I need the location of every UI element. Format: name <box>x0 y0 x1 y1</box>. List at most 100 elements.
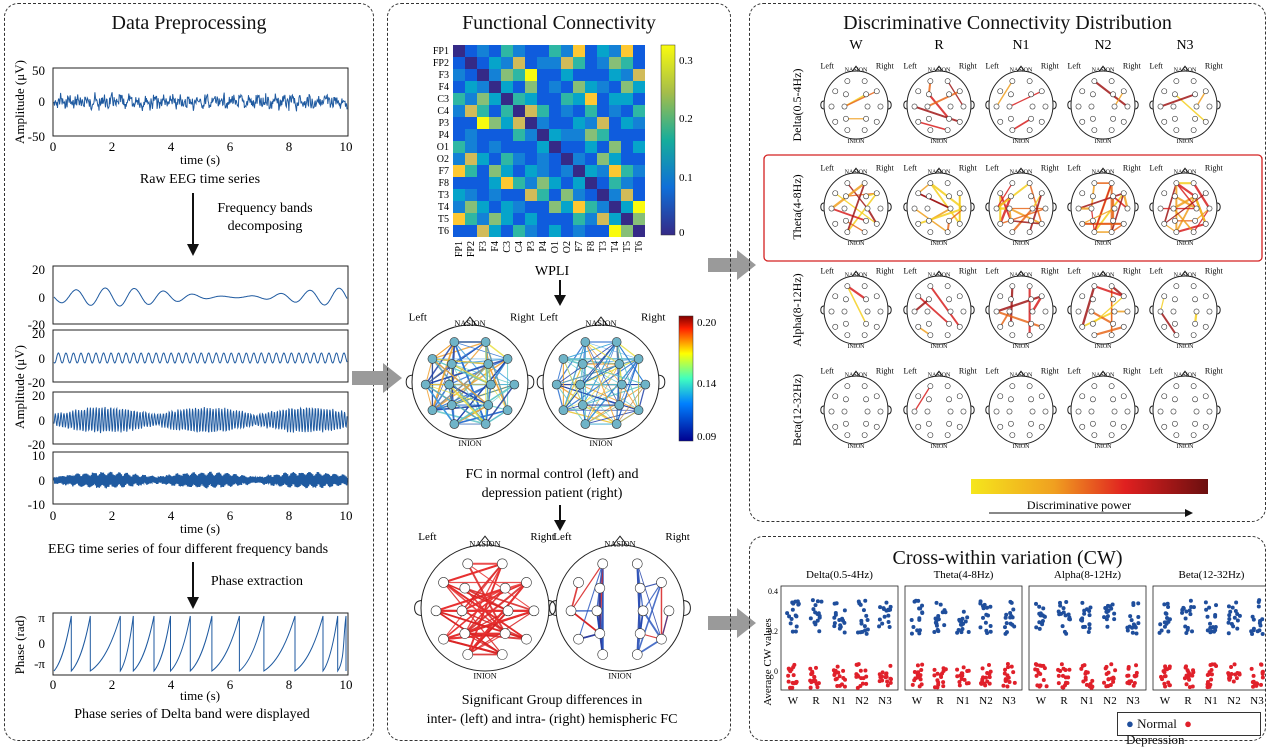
svg-text:NASION: NASION <box>1010 170 1033 176</box>
wpli-row-label: F4 <box>438 82 449 93</box>
wpli-cell <box>573 141 585 153</box>
wpli-cell <box>513 165 525 177</box>
svg-text:NASION: NASION <box>928 373 951 379</box>
wpli-cell <box>609 105 621 117</box>
cw-stage-label: R <box>936 695 944 707</box>
wpli-cell <box>573 189 585 201</box>
wpli-cell <box>477 129 489 141</box>
svg-text:6: 6 <box>227 508 234 523</box>
wpli-cell <box>525 117 537 129</box>
svg-text:INION: INION <box>1013 344 1031 350</box>
wpli-cell <box>561 165 573 177</box>
cw-subplot-title: Alpha(8-12Hz) <box>1054 569 1122 581</box>
wpli-cell <box>465 177 477 189</box>
wpli-cell <box>573 213 585 225</box>
wpli-cell <box>549 165 561 177</box>
svg-text:Left: Left <box>986 266 1000 275</box>
wpli-cell <box>525 69 537 81</box>
disc-stage-label: N1 <box>1012 38 1029 53</box>
wpli-cell <box>477 189 489 201</box>
wpli-cell <box>573 93 585 105</box>
wpli-cell <box>465 189 477 201</box>
wpli-cell <box>621 153 633 165</box>
wpli-cell <box>501 141 513 153</box>
wpli-cell <box>501 105 513 117</box>
disc-stage-label: W <box>849 38 863 53</box>
raw-ytick-2: -50 <box>28 129 45 144</box>
svg-text:Right: Right <box>876 163 895 172</box>
wpli-cell <box>597 117 609 129</box>
raw-xlabel: time (s) <box>180 152 220 167</box>
wpli-cell <box>561 189 573 201</box>
wpli-cell <box>621 141 633 153</box>
wpli-cell <box>633 129 645 141</box>
cw-stage-label: W <box>912 695 923 707</box>
wpli-cell <box>585 177 597 189</box>
wpli-cell <box>501 57 513 69</box>
wpli-cell <box>465 141 477 153</box>
svg-text:Right: Right <box>530 531 554 543</box>
wpli-cell <box>513 69 525 81</box>
wpli-cell <box>525 45 537 57</box>
wpli-cell <box>597 69 609 81</box>
svg-text:2: 2 <box>109 677 116 692</box>
wpli-cell <box>561 57 573 69</box>
disc-stage-label: N3 <box>1176 38 1193 53</box>
wpli-cell <box>573 81 585 93</box>
svg-text:Left: Left <box>1150 163 1164 172</box>
wpli-cell <box>561 93 573 105</box>
wpli-colorbar <box>660 44 676 236</box>
wpli-cell <box>549 69 561 81</box>
wpli-col-label: O1 <box>550 241 561 253</box>
svg-text:INION: INION <box>473 672 496 681</box>
wpli-cb-tick-3: 0 <box>679 227 685 239</box>
fc-colorbar <box>678 315 694 442</box>
svg-text:10: 10 <box>340 677 353 692</box>
legend-depression: Depression <box>1126 732 1185 747</box>
wpli-cell <box>597 81 609 93</box>
wpli-cell <box>621 105 633 117</box>
wpli-cell <box>477 81 489 93</box>
raw-eeg-trace <box>53 92 348 112</box>
wpli-cell <box>525 153 537 165</box>
wpli-cell <box>633 141 645 153</box>
wpli-cell <box>621 57 633 69</box>
phase-trace <box>53 615 347 673</box>
svg-text:Left: Left <box>904 61 918 70</box>
svg-text:Left: Left <box>904 163 918 172</box>
svg-text:4: 4 <box>168 508 175 523</box>
wpli-cell <box>573 45 585 57</box>
wpli-cell <box>501 117 513 129</box>
band-ytick-top-1: 20 <box>32 326 45 341</box>
svg-text:6: 6 <box>227 139 234 154</box>
wpli-cell <box>609 141 621 153</box>
wpli-cell <box>597 165 609 177</box>
wpli-cell <box>525 141 537 153</box>
wpli-cell <box>585 57 597 69</box>
wpli-cell <box>549 189 561 201</box>
svg-text:Right: Right <box>1123 61 1142 70</box>
wpli-cell <box>633 45 645 57</box>
wpli-cell <box>525 225 537 237</box>
bands-xlabel: time (s) <box>180 521 220 536</box>
svg-text:NASION: NASION <box>928 68 951 74</box>
svg-text:4: 4 <box>168 139 175 154</box>
wpli-cell <box>525 165 537 177</box>
wpli-cell <box>489 117 501 129</box>
wpli-cell <box>621 201 633 213</box>
wpli-cell <box>453 141 465 153</box>
theta-highlight-box <box>763 154 1263 262</box>
svg-text:Left: Left <box>540 311 558 323</box>
wpli-cell <box>453 45 465 57</box>
wpli-cell <box>501 225 513 237</box>
wpli-cell <box>525 129 537 141</box>
wpli-cell <box>585 201 597 213</box>
cw-stage-label: R <box>1184 695 1192 707</box>
wpli-cell <box>513 225 525 237</box>
svg-text:Right: Right <box>510 311 534 323</box>
